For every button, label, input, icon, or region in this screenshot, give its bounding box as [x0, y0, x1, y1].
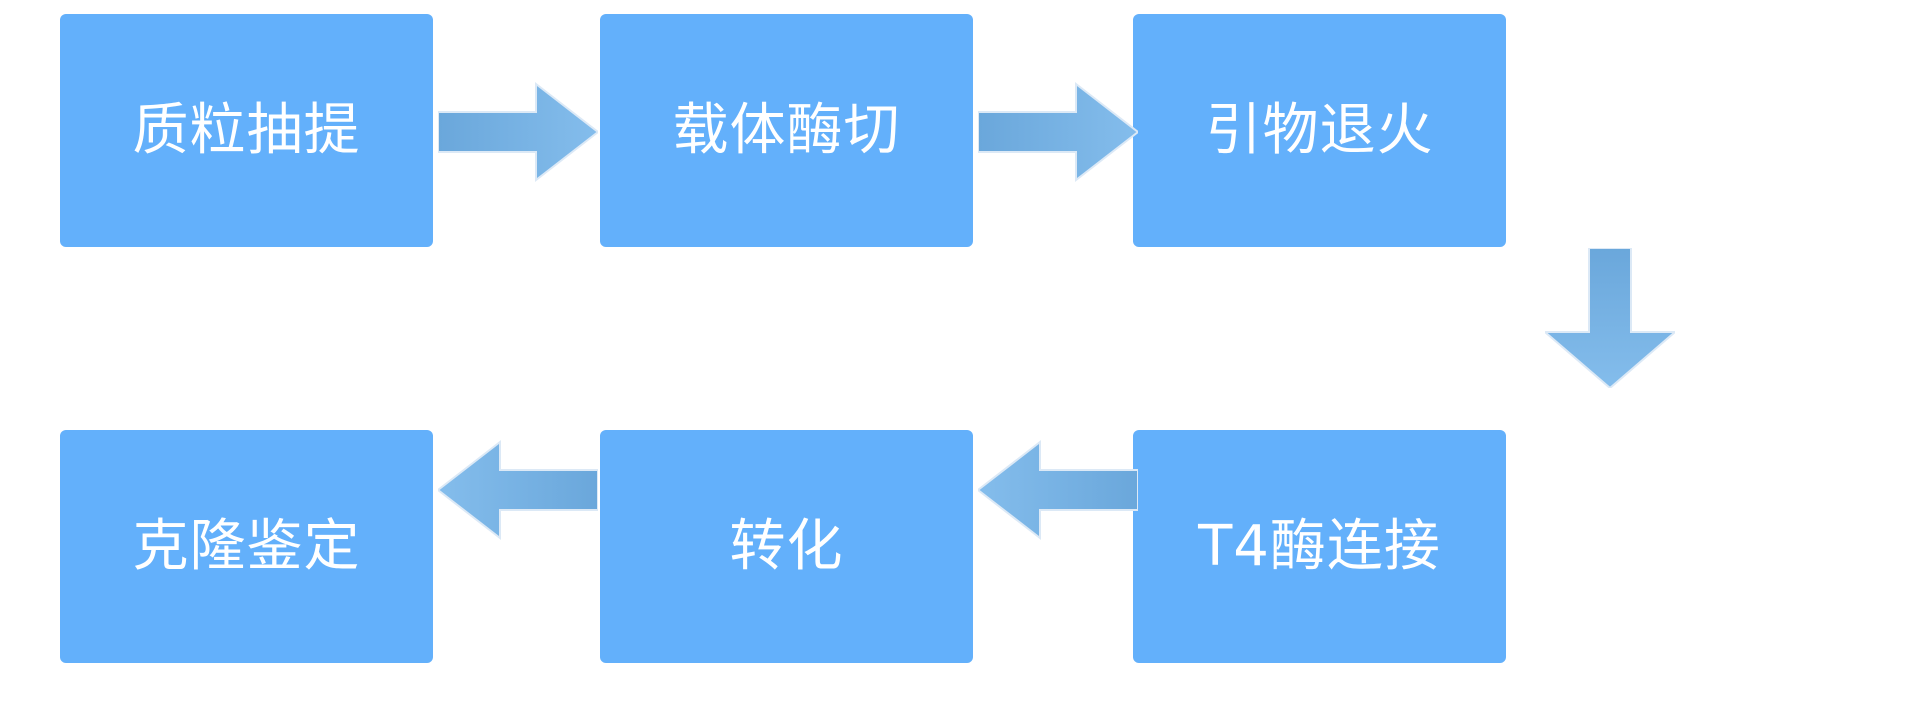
flow-node-vector-digestion[interactable]: 载体酶切	[600, 14, 973, 247]
flow-node-plasmid-extraction[interactable]: 质粒抽提	[60, 14, 433, 247]
arrow-left-icon	[438, 420, 598, 560]
flow-node-transformation[interactable]: 转化	[600, 430, 973, 663]
arrow-right-icon	[438, 62, 598, 202]
flow-node-clone-identification[interactable]: 克隆鉴定	[60, 430, 433, 663]
flow-node-label: 引物退火	[1205, 97, 1434, 163]
flow-node-primer-annealing[interactable]: 引物退火	[1133, 14, 1506, 247]
arrow-left-icon	[978, 420, 1138, 560]
flow-node-label: T4酶连接	[1198, 513, 1441, 579]
arrow-right-icon	[978, 62, 1138, 202]
flow-node-label: 克隆鉴定	[132, 513, 361, 579]
flow-node-t4-ligation[interactable]: T4酶连接	[1133, 430, 1506, 663]
flow-node-label: 转化	[729, 513, 844, 579]
arrow-down-icon	[1545, 248, 1675, 388]
flow-node-label: 质粒抽提	[132, 97, 361, 163]
flow-node-label: 载体酶切	[672, 97, 901, 163]
